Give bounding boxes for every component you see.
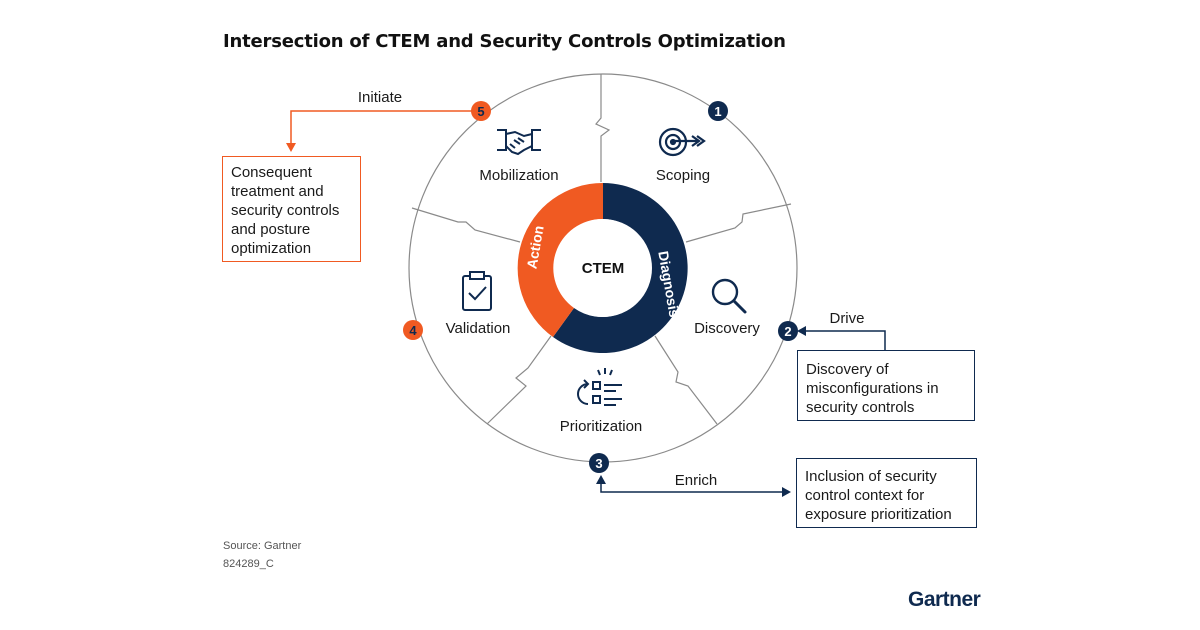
cycle-ring [517,182,688,353]
badge-3-number: 3 [595,456,602,471]
action-arc [517,182,603,337]
discovery-misconfigurations-box: Discovery of misconfigurations in securi… [797,350,975,421]
magnifier-icon [711,278,747,314]
enrich-label: Enrich [675,472,718,489]
handshake-icon [497,129,541,156]
badge-4-number: 4 [409,323,417,338]
badge-4: 4 [403,320,423,340]
gartner-logo: Gartner [908,588,981,611]
badge-5: 5 [471,101,491,121]
enrich-connector [596,475,791,497]
diagram-title: Intersection of CTEM and Security Contro… [223,31,786,52]
inclusion-context-box: Inclusion of security control context fo… [796,458,977,528]
clipboard-check-icon [462,271,492,311]
segment-dividers [411,74,792,425]
badge-3: 3 [589,453,609,473]
stage-label-discovery: Discovery [694,320,760,337]
badge-5-number: 5 [477,104,484,119]
badge-2: 2 [778,321,798,341]
badge-2-number: 2 [784,324,791,339]
stage-label-mobilization: Mobilization [479,167,558,184]
consequent-treatment-box: Consequent treatment and security contro… [222,156,361,262]
stage-label-validation: Validation [446,320,511,337]
initiate-connector [286,110,472,152]
drive-label: Drive [829,310,864,327]
drive-connector [797,326,886,350]
stage-label-scoping: Scoping [656,167,710,184]
center-label: CTEM [582,260,625,277]
stage-label-prioritization: Prioritization [560,418,643,435]
ring-action-label: Action [523,224,546,270]
badge-1: 1 [708,101,728,121]
source-note: Source: Gartner [223,540,302,552]
initiate-label: Initiate [358,89,402,106]
figure-code: 824289_C [223,558,274,570]
priority-list-icon [577,368,622,406]
badge-1-number: 1 [714,104,721,119]
target-icon [658,127,706,157]
diagnosis-arc [553,183,688,353]
